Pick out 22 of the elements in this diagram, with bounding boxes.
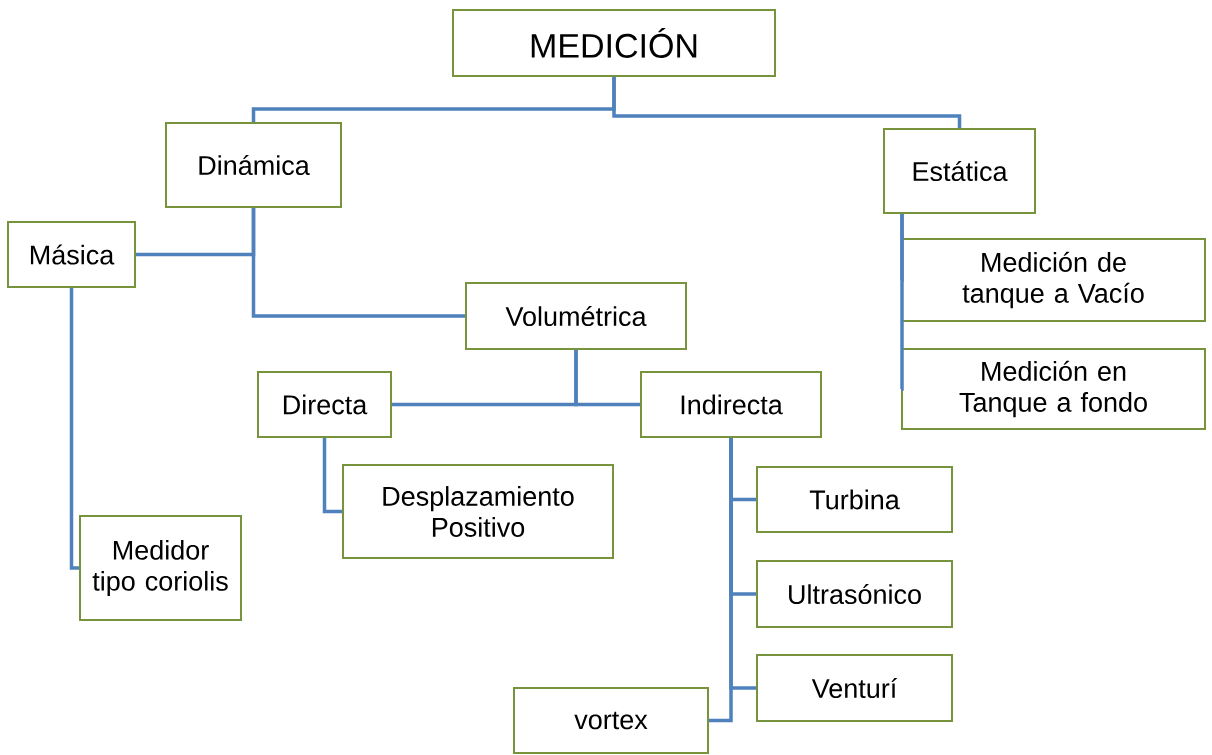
category-box: Ultrasónico xyxy=(756,560,953,628)
category-box: Volumétrica xyxy=(465,282,687,350)
connector-line xyxy=(899,214,904,391)
category-box: Venturí xyxy=(756,654,953,722)
category-box: Desplazamiento Positivo xyxy=(342,464,614,559)
category-box: vortex xyxy=(513,687,709,754)
category-box: Medición de tanque a Vacío xyxy=(901,238,1206,322)
category-box: Medición en Tanque a fondo xyxy=(901,348,1206,430)
category-box: Estática xyxy=(883,128,1036,214)
category-box: Dinámica xyxy=(165,122,342,208)
category-box: Indirecta xyxy=(640,371,822,438)
connector-line xyxy=(69,288,79,570)
connector-line xyxy=(612,77,962,128)
connector-line xyxy=(251,208,465,318)
category-box: MEDICIÓN xyxy=(452,9,776,77)
connector-line xyxy=(322,438,342,514)
connector-line xyxy=(574,350,640,407)
category-box: Másica xyxy=(7,221,136,288)
category-box: Directa xyxy=(257,371,392,438)
connector-line xyxy=(709,438,733,723)
category-box: Turbina xyxy=(756,466,953,533)
category-box: Medidor tipo coriolis xyxy=(79,515,242,621)
